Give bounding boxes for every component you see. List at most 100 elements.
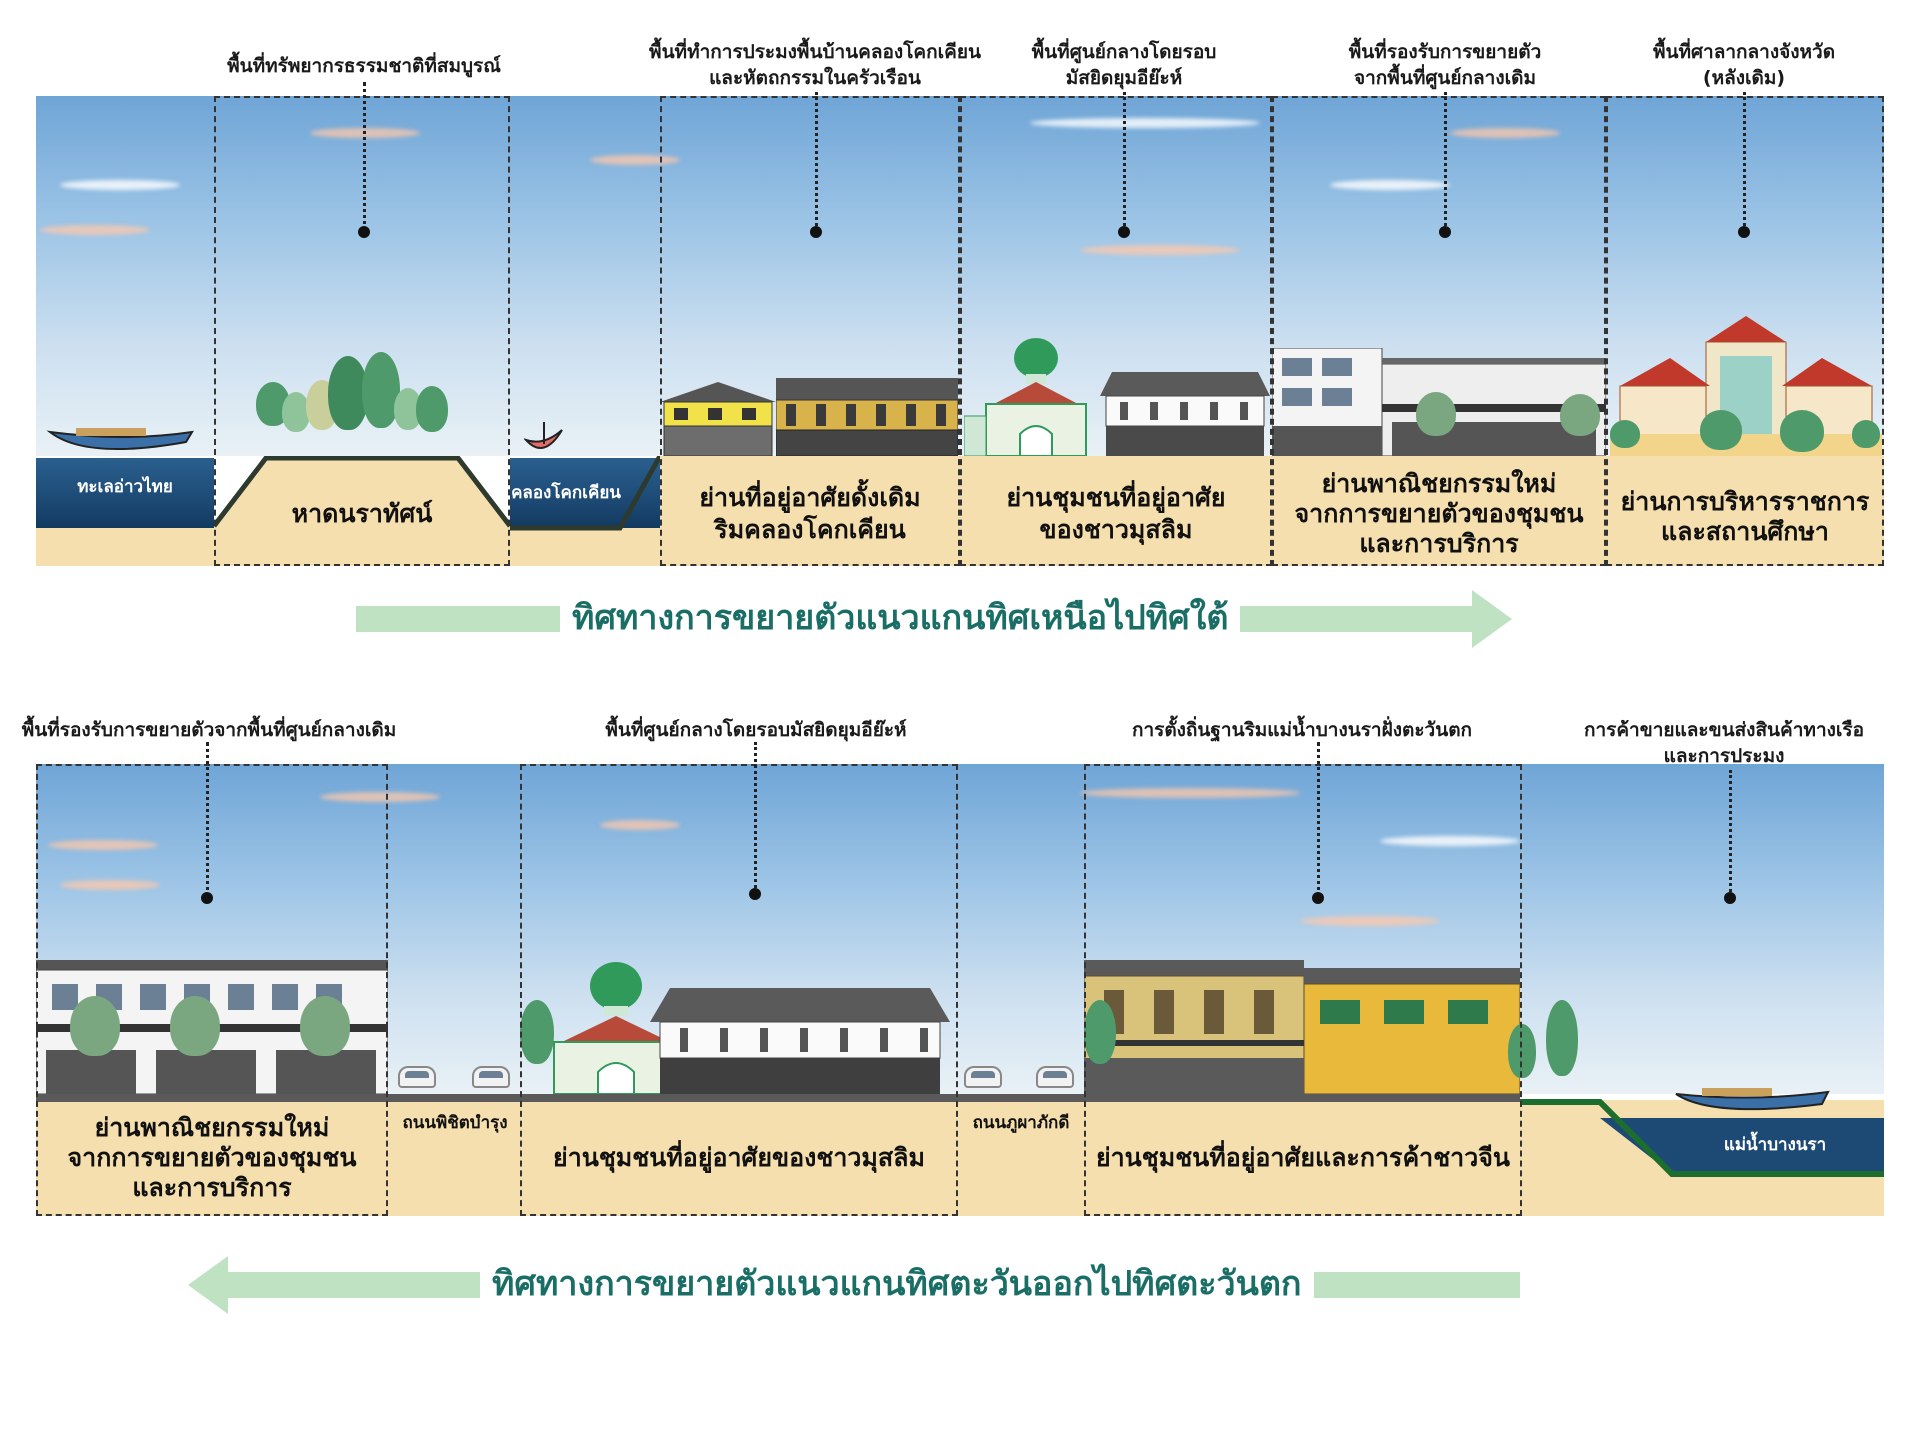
leader-dot <box>1738 226 1750 238</box>
top-label: พื้นที่ศูนย์กลางโดยรอบ <box>1031 41 1217 63</box>
zone-label: ย่านพาณิชยกรรมใหม่ <box>94 1113 330 1142</box>
car-icon <box>964 1066 1002 1088</box>
leader-dot <box>201 892 213 904</box>
river-bank <box>1520 1099 1884 1177</box>
cloud <box>1030 118 1260 128</box>
top-ground <box>36 528 214 566</box>
cloud <box>48 840 158 850</box>
zone-label: ของชาวมุสลิม <box>1039 515 1193 544</box>
zone-label: และสถานศึกษา <box>1661 517 1829 546</box>
zone-label: และการบริการ <box>1359 529 1519 558</box>
zone-label: หาดนราทัศน์ <box>291 499 433 528</box>
tree-icon <box>300 996 350 1056</box>
cloud <box>1080 788 1300 798</box>
cloud <box>590 155 680 165</box>
top-label: และหัตถกรรมในครัวเรือน <box>709 67 921 89</box>
zone-muslim-community <box>520 764 958 1216</box>
zone-label: ย่านชุมชนที่อยู่อาศัยและการค้าชาวจีน <box>1095 1143 1510 1172</box>
top-label: พื้นที่ศูนย์กลางโดยรอบมัสยิดยุมอีย๊ะห์ <box>605 719 907 741</box>
zone-label: จากการขยายตัวของชุมชน <box>67 1143 357 1172</box>
top-label: พื้นที่ทำการประมงพื้นบ้านคลองโคกเคียน <box>649 41 981 63</box>
leader-dot <box>1312 892 1324 904</box>
fishing-boat-icon <box>46 428 194 451</box>
tree-icon <box>1508 1024 1536 1078</box>
bottom-ground <box>36 1100 1884 1216</box>
zone-new-commercial <box>36 764 388 1216</box>
zone-label: ริมคลองโคกเคียน <box>714 515 906 544</box>
zone-traditional-residential <box>660 96 960 566</box>
zone-label: จากการขยายตัวของชุมชน <box>1294 499 1584 528</box>
zone-label: และการบริการ <box>132 1173 292 1202</box>
cloud <box>40 225 150 235</box>
canal-bank <box>510 456 660 531</box>
zone-label: ย่านพาณิชยกรรมใหม่ <box>1321 469 1557 498</box>
leader-line <box>815 92 818 232</box>
beach-mound <box>214 456 510 566</box>
top-label: จากพื้นที่ศูนย์กลางเดิม <box>1354 67 1536 89</box>
zone-beach <box>214 96 510 566</box>
leader-line <box>754 742 757 894</box>
top-label: พื้นที่รองรับการขยายตัวจากพื้นที่ศูนย์กล… <box>21 719 397 741</box>
tree-icon <box>1610 420 1640 448</box>
leader-line <box>1317 742 1320 898</box>
leader-dot <box>810 226 822 238</box>
top-label: การค้าขายและขนส่งสินค้าทางเรือ <box>1583 719 1865 741</box>
water-label: ทะเลอ่าวไทย <box>77 477 173 497</box>
water-label: คลองโคกเคียน <box>511 483 621 503</box>
road-label: ถนนภูผาภักดี <box>972 1113 1070 1133</box>
tree-icon <box>1416 392 1456 436</box>
cloud <box>1330 180 1450 190</box>
fishing-boat-icon <box>1675 1088 1830 1111</box>
muslim-house-icon <box>1100 372 1270 456</box>
leader-line <box>1123 92 1126 232</box>
tree-icon <box>170 996 220 1056</box>
top-ground <box>510 528 660 566</box>
tree-icon <box>1546 1000 1578 1076</box>
chinese-shophouse-icon <box>1084 960 1520 1094</box>
tree-icon <box>1560 394 1600 436</box>
road-label: ถนนพิชิตบำรุง <box>402 1113 508 1133</box>
cloud <box>600 820 680 830</box>
road-strip <box>36 1094 1520 1102</box>
arrow-right-icon <box>1472 590 1512 648</box>
cloud <box>1450 128 1560 138</box>
leader-dot <box>358 226 370 238</box>
car-icon <box>398 1066 436 1088</box>
cloud <box>1300 916 1440 926</box>
zone-label: ย่านชุมชนที่อยู่อาศัยของชาวมุสลิม <box>553 1143 925 1172</box>
cloud <box>60 180 180 190</box>
zone-chinese-community <box>1084 764 1522 1216</box>
tree-icon <box>70 996 120 1056</box>
cloud <box>320 792 440 802</box>
gulf-water <box>36 458 214 528</box>
wooden-shophouse-icon <box>776 378 958 456</box>
car-icon <box>472 1066 510 1088</box>
top-label: พื้นที่รองรับการขยายตัว <box>1348 41 1542 63</box>
arrow-left-icon <box>188 1256 228 1314</box>
top-label: การตั้งถิ่นฐานริมแม่น้ำบางนราฝั่งตะวันตก <box>1131 719 1473 741</box>
tree-icon <box>1852 420 1880 448</box>
cloud <box>1080 245 1240 255</box>
mosque-icon <box>964 338 1087 456</box>
leader-line <box>1729 770 1732 898</box>
zone-new-commercial <box>1272 96 1606 566</box>
tree-icon <box>362 352 400 428</box>
top-label: และการประมง <box>1663 745 1785 767</box>
zone-label: ย่านที่อยู่อาศัยดั้งเดิม <box>699 483 921 512</box>
leader-dot <box>1118 226 1130 238</box>
tree-icon <box>520 1000 554 1064</box>
boat-icon <box>524 422 563 449</box>
tree-icon <box>1780 410 1824 452</box>
zone-muslim-community <box>960 96 1272 566</box>
leader-line <box>206 742 209 898</box>
water-label: แม่น้ำบางนรา <box>1723 1135 1827 1155</box>
direction-title: ทิศทางการขยายตัวแนวแกนทิศตะวันออกไปทิศตะ… <box>480 1262 1314 1306</box>
zone-label: ย่านชุมชนที่อยู่อาศัย <box>1006 483 1226 512</box>
canal-water <box>510 458 660 528</box>
top-label: พื้นที่ทรัพยากรธรรมชาติที่สมบูรณ์ <box>227 55 501 77</box>
zone-label: ย่านการบริหารราชการ <box>1620 487 1870 516</box>
top-label: พื้นที่ศาลากลางจังหวัด <box>1652 41 1836 63</box>
muslim-house-icon <box>650 988 950 1094</box>
cloud <box>60 880 160 890</box>
tree-icon <box>1084 1000 1116 1064</box>
